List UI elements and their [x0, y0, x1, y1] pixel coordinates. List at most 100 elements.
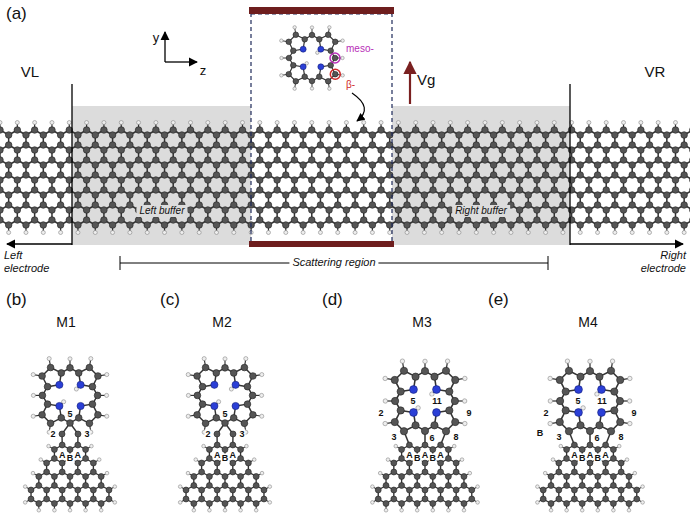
carbon-atom — [291, 207, 298, 214]
carbon-atom — [39, 411, 46, 418]
carbon-atom — [638, 157, 645, 164]
carbon-atom — [293, 78, 299, 84]
carbon-atom — [360, 217, 367, 224]
electrode-line — [569, 84, 570, 245]
carbon-atom — [332, 71, 338, 77]
carbon-atom — [206, 474, 212, 480]
carbon-atom — [499, 217, 506, 224]
carbon-atom — [525, 222, 532, 229]
carbon-atom — [44, 469, 50, 475]
carbon-atom — [568, 147, 575, 154]
carbon-atom — [40, 142, 47, 149]
carbon-atom — [343, 127, 350, 134]
carbon-atom — [196, 172, 203, 179]
carbon-atom — [106, 496, 112, 502]
carbon-atom — [59, 487, 65, 493]
carbon-atom — [118, 187, 125, 194]
carbon-atom — [92, 192, 99, 199]
carbon-atom — [118, 147, 125, 154]
carbon-atom — [681, 222, 688, 229]
carbon-atom — [360, 147, 367, 154]
hydrogen-atom — [509, 231, 513, 235]
carbon-atom — [239, 157, 246, 164]
carbon-atom — [118, 207, 125, 214]
carbon-atom — [23, 162, 30, 169]
carbon-atom — [109, 162, 116, 169]
carbon-atom — [222, 483, 228, 489]
hydrogen-atom — [85, 121, 89, 125]
carbon-atom — [404, 142, 411, 149]
carbon-atom — [447, 217, 454, 224]
hydrogen-atom — [370, 231, 374, 235]
carbon-atom — [265, 142, 272, 149]
carbon-atom — [490, 192, 497, 199]
scattering-box — [251, 14, 392, 242]
carbon-atom — [352, 162, 359, 169]
carbon-atom — [75, 431, 81, 437]
carbon-atom — [542, 202, 549, 209]
carbon-atom — [144, 132, 151, 139]
hydrogen-atom — [76, 231, 80, 235]
carbon-atom — [57, 132, 64, 139]
carbon-atom — [196, 162, 203, 169]
carbon-atom — [300, 132, 307, 139]
carbon-atom — [92, 142, 99, 149]
carbon-atom — [257, 147, 264, 154]
carbon-atom — [170, 187, 177, 194]
carbon-atom — [127, 192, 134, 199]
hydrogen-atom — [344, 121, 348, 125]
carbon-atom — [5, 192, 12, 199]
carbon-atom — [106, 487, 112, 493]
hydrogen-atom — [260, 471, 264, 475]
nitrogen-atom — [300, 46, 306, 52]
hydrogen-atom — [59, 231, 63, 235]
hydrogen-atom — [119, 121, 123, 125]
carbon-atom — [603, 147, 610, 154]
carbon-atom — [328, 48, 334, 54]
carbon-atom — [508, 222, 515, 229]
hydrogen-atom — [578, 231, 582, 235]
hydrogen-atom — [89, 357, 93, 361]
carbon-atom — [395, 177, 402, 184]
carbon-atom — [473, 132, 480, 139]
carbon-atom — [253, 483, 259, 489]
carbon-atom — [332, 55, 338, 61]
carbon-atom — [300, 162, 307, 169]
carbon-atom — [135, 127, 142, 134]
carbon-atom — [551, 157, 558, 164]
carbon-atom — [205, 157, 212, 164]
carbon-atom — [438, 142, 445, 149]
carbon-atom — [300, 202, 307, 209]
carbon-atom — [187, 127, 194, 134]
carbon-atom — [302, 36, 308, 42]
nitrogen-atom — [318, 64, 324, 70]
meso-marker — [330, 53, 340, 63]
carbon-atom — [59, 469, 65, 475]
carbon-atom — [257, 157, 264, 164]
carbon-atom — [213, 172, 220, 179]
carbon-atom — [456, 222, 463, 229]
carbon-atom — [214, 442, 220, 448]
carbon-atom — [75, 469, 81, 475]
carbon-atom — [101, 207, 108, 214]
carbon-atom — [282, 162, 289, 169]
nitrogen-atom — [56, 381, 63, 388]
carbon-atom — [326, 207, 333, 214]
carbon-atom — [646, 202, 653, 209]
hydrogen-atom — [284, 231, 288, 235]
carbon-atom — [629, 192, 636, 199]
carbon-atom — [5, 162, 12, 169]
carbon-atom — [57, 202, 64, 209]
hydrogen-atom — [535, 121, 539, 125]
nitrogen-atom — [77, 402, 84, 409]
carbon-atom — [447, 147, 454, 154]
carbon-atom — [286, 55, 292, 61]
hydrogen-atom — [518, 121, 522, 125]
carbon-atom — [594, 162, 601, 169]
carbon-atom — [404, 222, 411, 229]
hydrogen-atom — [405, 231, 409, 235]
carbon-atom — [655, 127, 662, 134]
hydrogen-atom — [99, 508, 103, 512]
carbon-atom — [191, 501, 197, 507]
carbon-atom — [199, 487, 205, 493]
